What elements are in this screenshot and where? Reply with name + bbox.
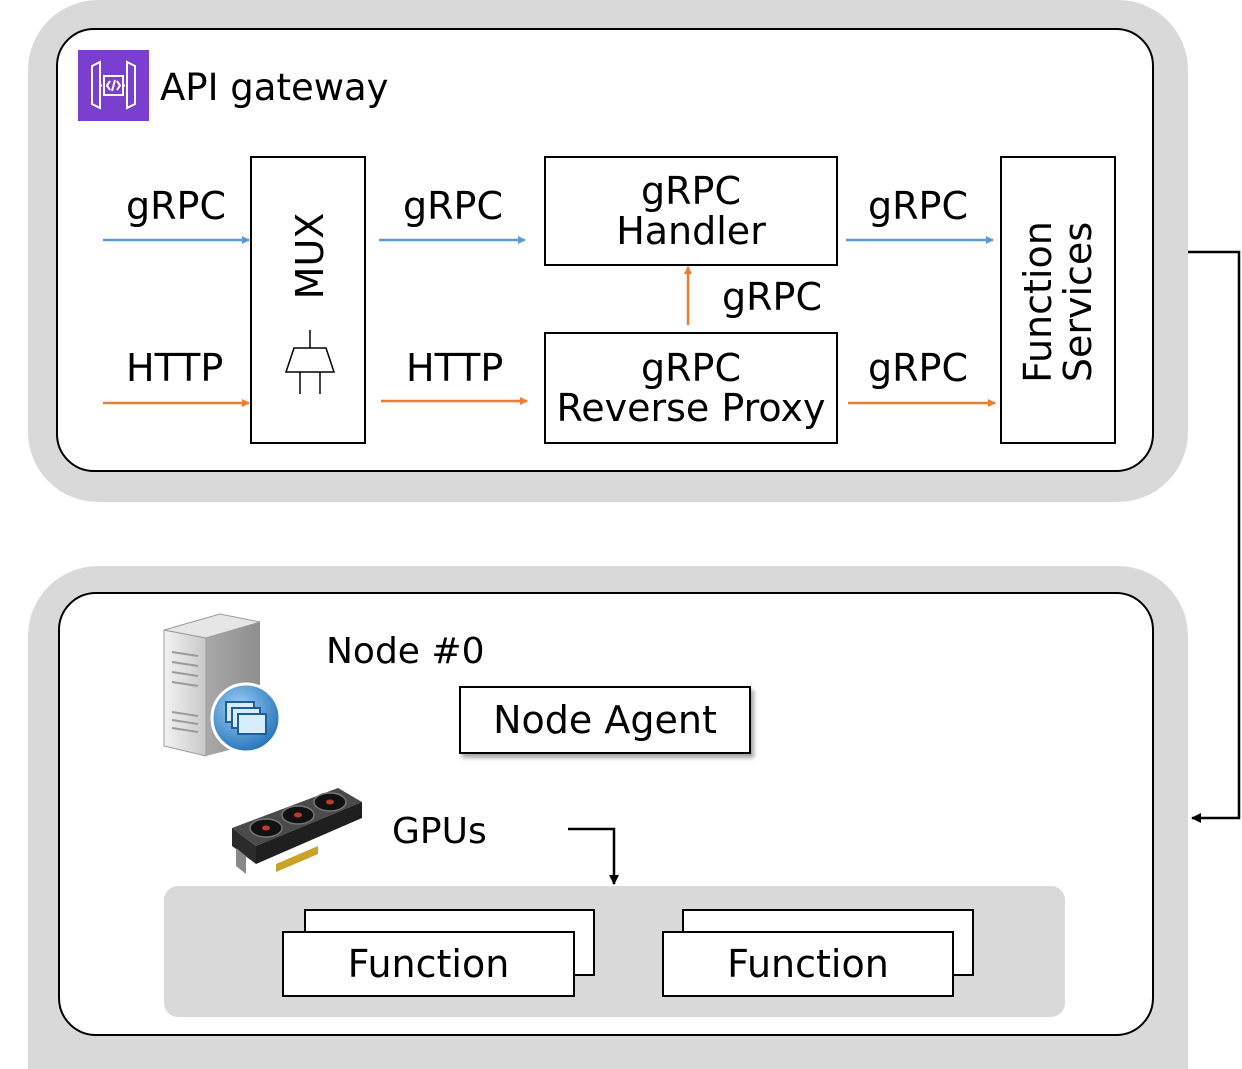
server-icon (163, 613, 282, 757)
gpu-card-icon (232, 788, 362, 874)
arrow-services-to-node (1188, 250, 1241, 823)
gpu-label: GPUs (392, 811, 487, 852)
function-1-label: Function (347, 942, 510, 986)
edge-label-in-http: HTTP (126, 346, 224, 390)
api-gateway-title: API gateway (160, 66, 389, 109)
function-services-box: Function Services (1000, 156, 1116, 444)
grpc-handler-label: gRPC Handler (616, 169, 766, 253)
edge-label-mux-to-handler: gRPC (403, 184, 503, 228)
grpc-handler-box: gRPC Handler (544, 156, 838, 266)
arrow-gpus-to-functions (568, 827, 619, 885)
function-2-box: Function (662, 931, 954, 997)
edge-label-handler-to-services: gRPC (868, 184, 968, 228)
edge-label-proxy-to-handler: gRPC (722, 275, 822, 319)
reverse-proxy-box: gRPC Reverse Proxy (544, 332, 838, 444)
function-2-label: Function (727, 942, 889, 986)
node-title: Node #0 (326, 631, 485, 672)
api-gateway-icon (78, 50, 149, 121)
edge-label-proxy-to-services: gRPC (868, 346, 968, 390)
mux-symbol-icon (284, 330, 336, 394)
edge-label-mux-to-proxy: HTTP (406, 346, 504, 390)
mux-box: MUX (250, 156, 366, 444)
function-1-box: Function (282, 931, 575, 997)
node-agent-label: Node Agent (493, 698, 717, 742)
node-agent-box: Node Agent (459, 686, 751, 754)
reverse-proxy-label: gRPC Reverse Proxy (556, 346, 826, 430)
edge-label-in-grpc: gRPC (126, 184, 226, 228)
